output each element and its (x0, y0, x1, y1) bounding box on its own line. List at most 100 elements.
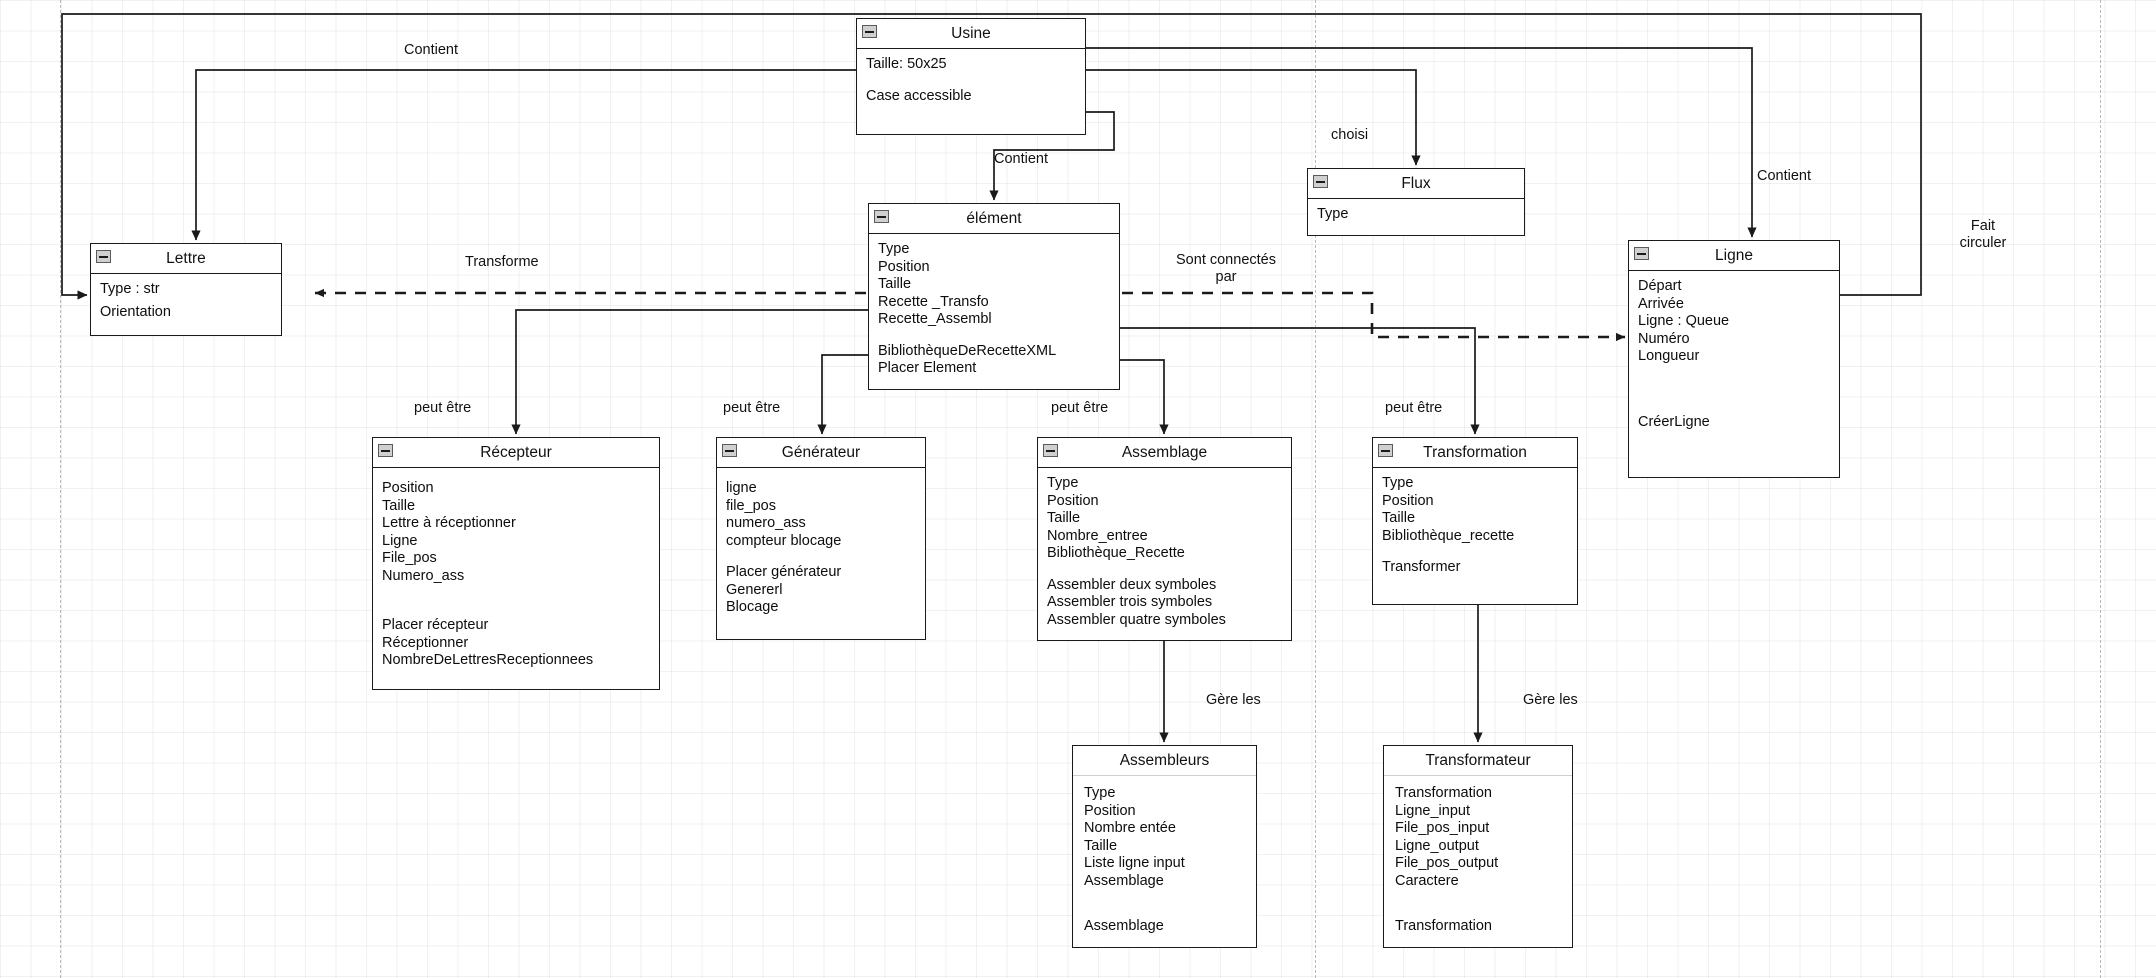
class-box-lettre[interactable]: Lettre Type : str Orientation (90, 243, 282, 336)
class-name-label: Transformation (1423, 444, 1527, 461)
operation-row: Réceptionner (382, 634, 469, 651)
operations-section: Placer récepteur Réceptionner NombreDeLe… (373, 587, 659, 676)
collapse-icon[interactable] (378, 444, 393, 457)
operation-row: CréerLigne (1638, 413, 1710, 430)
attribute-row: Numéro (1638, 330, 1690, 347)
attributes-section: Transformation Ligne_input File_pos_inpu… (1384, 776, 1572, 892)
collapse-icon[interactable] (862, 25, 877, 38)
attribute-row: Position (1382, 492, 1434, 509)
edge-element-ligne-connectes (1122, 291, 1626, 342)
collapse-icon[interactable] (722, 444, 737, 457)
collapse-icon[interactable] (96, 250, 111, 263)
attribute-row: Liste ligne input (1084, 855, 1185, 871)
class-name-label: Ligne (1715, 247, 1753, 264)
edge-label-fait-circuler: Fait circuler (1959, 218, 2007, 251)
class-box-usine[interactable]: Usine Taille: 50x25 Case accessible (856, 18, 1086, 135)
class-box-transformation[interactable]: Transformation Type Position Taille Bibl… (1372, 437, 1578, 605)
edge-label-contient-ligne: Contient (1757, 168, 1812, 184)
edge-element-transformation (1120, 327, 1480, 435)
attribute-row: Type (878, 241, 910, 257)
class-name-label: Usine (951, 25, 991, 42)
edge-label-transforme: Transforme (465, 254, 539, 270)
attribute-row: Taille (1047, 510, 1081, 526)
attribute-row: Taille (1382, 510, 1416, 526)
attribute-row: file_pos (726, 497, 776, 514)
attribute-row: File_pos (382, 550, 437, 566)
class-title-usine: Usine (857, 19, 1085, 49)
edge-element-generateur (817, 354, 868, 435)
operation-row: Placer générateur (726, 564, 842, 580)
edge-label-peut-etre-assemblage: peut être (1051, 400, 1109, 416)
collapse-icon[interactable] (874, 210, 889, 223)
operation-row: Blocage (726, 599, 779, 615)
class-box-transformateur[interactable]: Transformateur Transformation Ligne_inpu… (1383, 745, 1573, 948)
edge-element-recepteur (511, 309, 868, 435)
collapse-icon[interactable] (1043, 444, 1058, 457)
edge-label-peut-etre-generateur: peut être (723, 400, 781, 416)
attribute-row: Bibliothèque_recette (1382, 527, 1515, 544)
attribute-row: compteur blocage (726, 532, 842, 549)
collapse-icon[interactable] (1634, 247, 1649, 260)
class-title-ligne: Ligne (1629, 241, 1839, 271)
attribute-row: Type (1084, 785, 1116, 801)
operations-section: Transformation (1384, 892, 1572, 942)
attribute-row: Type (1382, 475, 1414, 491)
operation-row: Genererl (726, 581, 783, 598)
class-name-label: Flux (1401, 175, 1431, 192)
operation-row: Placer Element (878, 360, 977, 376)
class-box-recepteur[interactable]: Récepteur Position Taille Lettre à récep… (372, 437, 660, 690)
class-box-flux[interactable]: Flux Type (1307, 168, 1525, 236)
class-box-assemblage[interactable]: Assemblage Type Position Taille Nombre_e… (1037, 437, 1292, 641)
attribute-row: Position (1084, 802, 1136, 819)
attribute-row: Ligne_output (1395, 837, 1479, 854)
attribute-row: Numero_ass (382, 567, 465, 584)
attribute-row: Transformation (1395, 785, 1492, 801)
collapse-icon[interactable] (1378, 444, 1393, 457)
operation-row: Assembler deux symboles (1047, 576, 1217, 593)
attribute-row: Ligne (382, 532, 418, 549)
operation-row: Transformer (1382, 559, 1461, 575)
attribute-row: Arrivée (1638, 295, 1684, 312)
operation-row: Placer récepteur (382, 617, 489, 633)
attributes-section: Type (1308, 199, 1524, 226)
attributes-section: Type : str Orientation (91, 274, 281, 323)
attribute-row: Position (382, 480, 434, 496)
attribute-row: Taille (878, 276, 912, 292)
edge-usine-ligne (1086, 47, 1757, 238)
attribute-row: Bibliothèque_Recette (1047, 545, 1185, 561)
collapse-icon[interactable] (1313, 175, 1328, 188)
class-box-ligne[interactable]: Ligne Départ Arrivée Ligne : Queue Numér… (1628, 240, 1840, 478)
class-title-assembleurs: Assembleurs (1073, 746, 1256, 776)
attribute-row: Recette_Assembl (878, 311, 992, 327)
attribute-row: File_pos_output (1395, 855, 1499, 871)
class-box-assembleurs[interactable]: Assembleurs Type Position Nombre entée T… (1072, 745, 1257, 948)
class-name-label: élément (966, 210, 1022, 227)
attribute-row: Longueur (1638, 348, 1700, 364)
edge-label-gere-les-transformateur: Gère les (1523, 692, 1578, 708)
operations-section: Case accessible (857, 76, 1085, 112)
edge-label-peut-etre-recepteur: peut être (414, 400, 472, 416)
attribute-row: Caractere (1395, 872, 1459, 889)
class-title-element: élément (869, 204, 1119, 234)
attribute-row: ligne (726, 480, 757, 496)
class-box-element[interactable]: élément Type Position Taille Recette _Tr… (868, 203, 1120, 390)
edge-element-assemblage (1120, 359, 1169, 435)
edge-label-gere-les-assembleurs: Gère les (1206, 692, 1261, 708)
attribute-row: Nombre entée (1084, 820, 1176, 836)
operation-row: NombreDeLettresReceptionnees (382, 652, 594, 668)
operation-row: Assemblage (1084, 918, 1164, 934)
class-name-label: Générateur (781, 444, 861, 461)
class-box-generateur[interactable]: Générateur ligne file_pos numero_ass com… (716, 437, 926, 640)
edge-label-sont-connectes-par: Sont connectés par (1176, 252, 1276, 285)
class-title-transformation: Transformation (1373, 438, 1577, 468)
attribute-row: Orientation (100, 303, 171, 320)
class-name-label: Récepteur (480, 444, 552, 461)
attributes-section: Position Taille Lettre à réceptionner Li… (373, 468, 659, 587)
attributes-section: Départ Arrivée Ligne : Queue Numéro Long… (1629, 271, 1839, 368)
operations-section: Placer générateur Genererl Blocage (717, 552, 925, 623)
attributes-section: Type Position Taille Nombre_entree Bibli… (1038, 468, 1291, 565)
attribute-row: Position (878, 258, 930, 275)
edge-usine-flux (1086, 69, 1421, 166)
